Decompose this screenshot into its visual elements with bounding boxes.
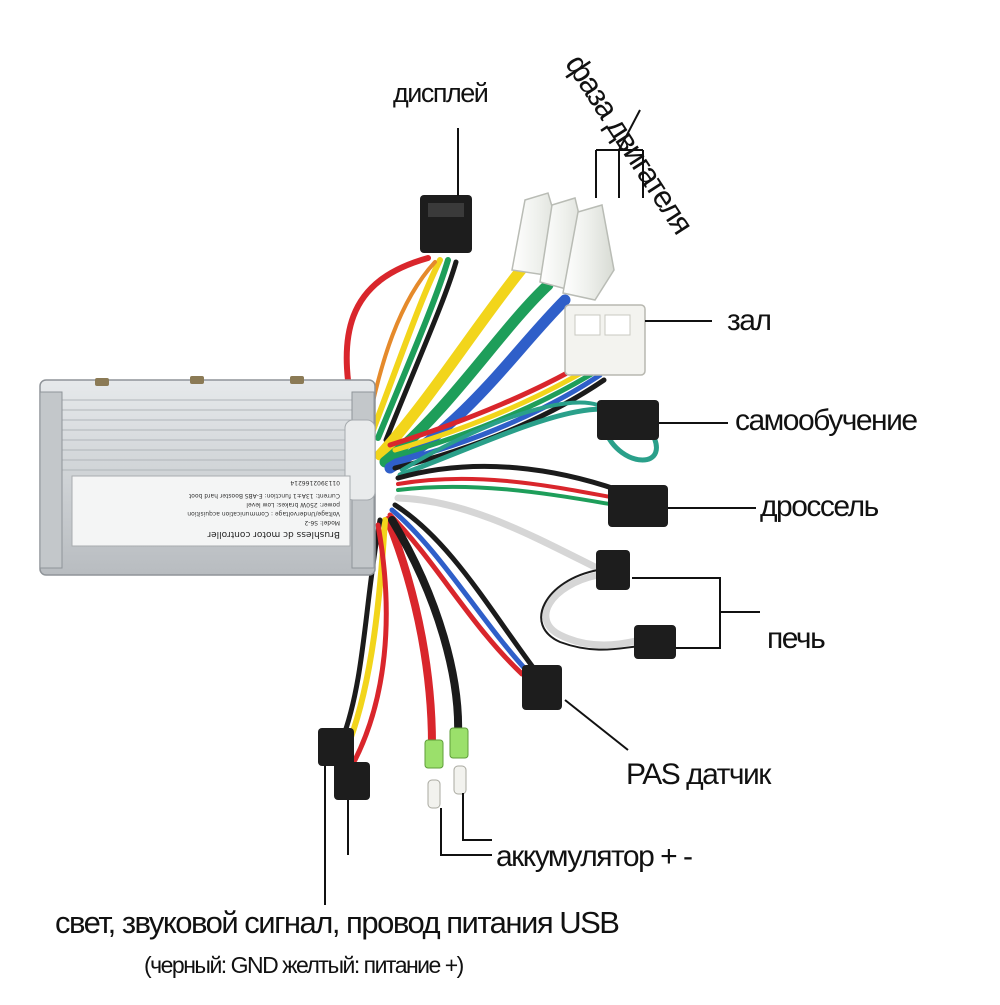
throttle-wire-red: [396, 476, 618, 500]
throttle-wire-green: [396, 484, 618, 507]
brake-connector-1: [596, 550, 630, 590]
brake-wire-black: [540, 569, 641, 651]
display-wire-green: [375, 257, 451, 441]
light-connector-1: [318, 728, 354, 766]
hall-wire-yellow: [392, 362, 598, 453]
light-wire-red: [352, 522, 389, 763]
battery-wire-black: [388, 516, 463, 739]
hall-connector: [564, 304, 646, 376]
controller-plate: Brushless dc motor controller Model: S6-…: [71, 475, 351, 547]
label-self-learning: самообучение: [735, 404, 918, 437]
phase-connectors: [511, 192, 615, 301]
controller-housing: Brushless dc motor controller Model: S6-…: [39, 376, 376, 576]
label-hall: зал: [727, 304, 772, 337]
display-wire-black: [383, 259, 459, 443]
plate-line3: power: 250W brakes: Low level: [246, 501, 340, 508]
brake-connector-2: [634, 625, 676, 659]
pas-connector: [522, 665, 562, 710]
plate-title: Brushless dc motor controller: [207, 529, 340, 539]
label-wire-color-note: (черный: GND желтый: питание +): [144, 952, 464, 978]
display-wire-yellow: [367, 257, 443, 441]
label-pas-sensor: PAS датчик: [626, 758, 771, 791]
hall-wire-blue: [392, 372, 603, 465]
battery-wire-red: [384, 516, 436, 749]
learn-connector: [597, 400, 659, 440]
pas-wire-red: [387, 512, 525, 677]
brake-wire-white-1: [394, 494, 609, 576]
hall-wire-green: [392, 367, 601, 459]
brake-wire-white-2: [542, 571, 644, 649]
plate-line1: Model: S6-2: [304, 519, 340, 526]
pas-wire-blue: [389, 507, 531, 675]
plate-line4: Current: 13A±1 function: E-ABS Booster h…: [188, 492, 340, 499]
display-connector: [420, 195, 472, 253]
leader-lines: [324, 109, 760, 905]
throttle-connector: [608, 485, 668, 527]
battery-terminals: [424, 727, 469, 809]
plate-serial: 0113902166214: [290, 479, 340, 486]
label-throttle: дроссель: [760, 490, 879, 523]
throttle-wire-black: [395, 463, 621, 493]
label-brake: печь: [767, 622, 826, 655]
label-display: дисплей: [393, 78, 489, 108]
label-battery: аккумулятор + -: [496, 840, 693, 873]
pas-wire-black: [392, 502, 538, 673]
plate-line2: Voltage/Undervoltage : Communication acq…: [187, 510, 340, 517]
light-connector-2: [334, 762, 370, 800]
phase-wire-yellow: [374, 259, 531, 461]
label-light-horn-usb: свет, звуковой сигнал, провод питания US…: [55, 905, 620, 940]
